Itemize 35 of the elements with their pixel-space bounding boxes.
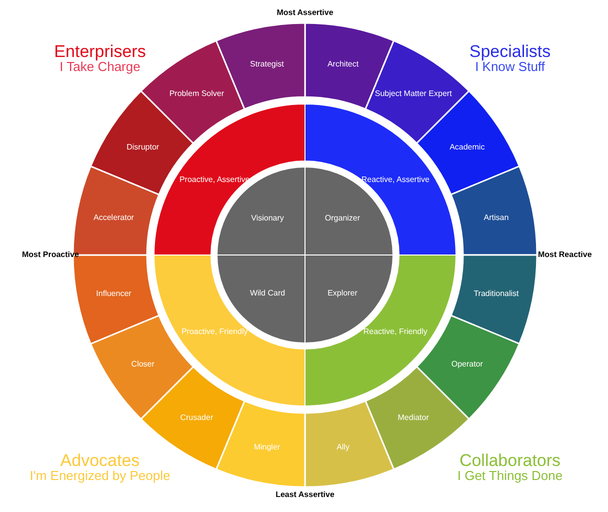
- segment-label: Architect: [327, 60, 359, 69]
- segment-label: Problem Solver: [169, 88, 224, 98]
- segment-label: Artisan: [484, 212, 509, 222]
- segment-label: Mediator: [398, 413, 429, 422]
- quadrant-title: Advocates: [60, 451, 140, 470]
- segment-label: Traditionalist: [474, 289, 519, 298]
- segment-label: Accelerator: [94, 212, 134, 222]
- segment-label: Influencer: [96, 289, 132, 298]
- quadrant-subtitle: I Get Things Done: [457, 468, 563, 483]
- segment-label: Operator: [451, 359, 483, 368]
- segment-label: Crusader: [180, 413, 214, 422]
- axis-label: Most Proactive: [22, 250, 79, 259]
- segment-label: Disruptor: [126, 142, 160, 152]
- segment-label: Academic: [450, 142, 485, 152]
- quadrant-title: Specialists: [469, 42, 551, 61]
- segment-label: Wild Card: [250, 288, 286, 298]
- quadrant-subtitle: I Know Stuff: [475, 59, 545, 74]
- segment-label: Proactive, Friendly: [181, 326, 248, 336]
- segment-label: Subject Matter Expert: [374, 88, 452, 98]
- segment-label: Closer: [131, 359, 154, 368]
- segment-label: Visionary: [251, 214, 284, 223]
- segment-label: Mingler: [254, 442, 280, 452]
- quadrant-subtitle: I Take Charge: [60, 59, 140, 74]
- segment-label: Reactive, Friendly: [363, 326, 428, 336]
- axis-label: Most Assertive: [276, 8, 334, 17]
- segment-label: Strategist: [250, 60, 284, 69]
- segment-label: Ally: [336, 442, 350, 452]
- segment-label: Reactive, Assertive: [361, 175, 430, 184]
- quadrant-title: Enterprisers: [54, 42, 146, 61]
- segment-label: Explorer: [328, 288, 358, 298]
- quadrant-subtitle: I'm Energized by People: [30, 468, 170, 483]
- quadrant-title: Collaborators: [459, 451, 561, 470]
- axis-label: Most Reactive: [538, 250, 592, 259]
- segment-label: Organizer: [324, 214, 360, 223]
- axis-label: Least Assertive: [276, 490, 334, 499]
